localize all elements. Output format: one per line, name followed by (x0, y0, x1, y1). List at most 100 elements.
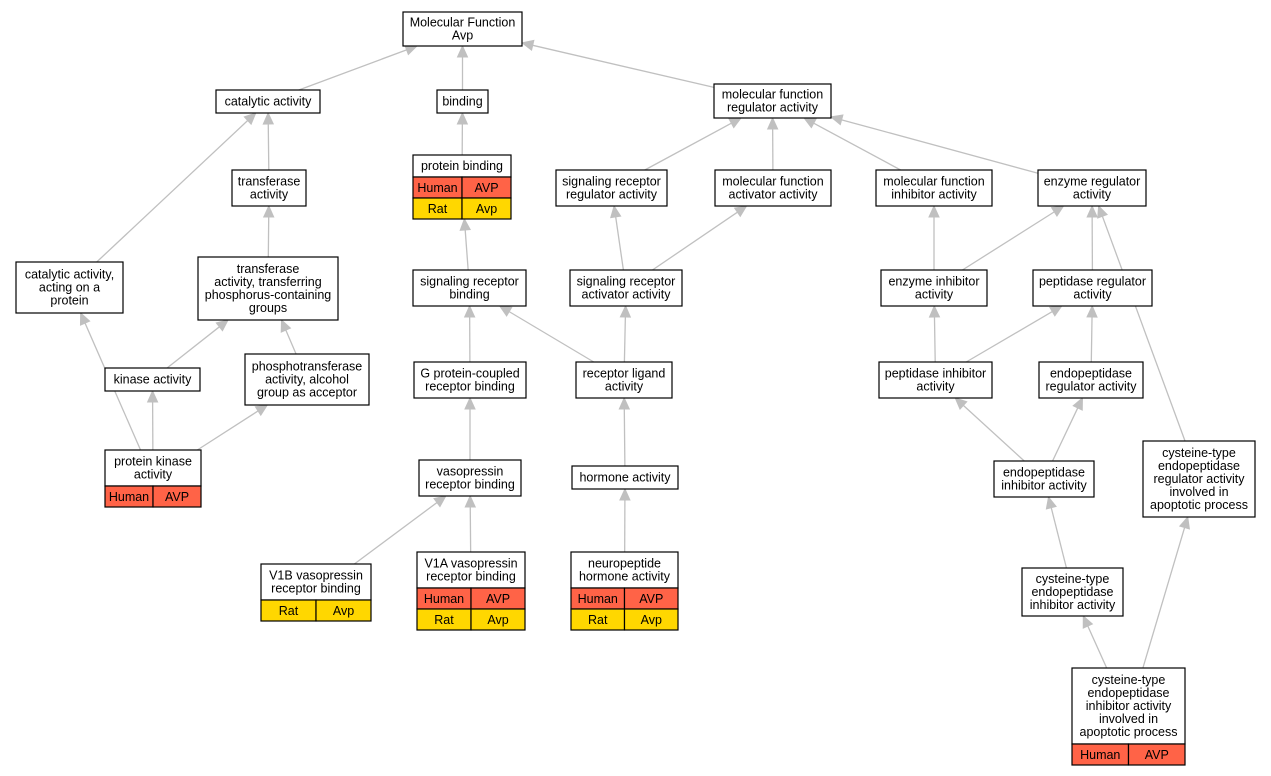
node-box (402, 11, 523, 47)
edge-sigact-to-sigreg (610, 204, 625, 271)
gene-label: AVP (1145, 748, 1169, 762)
edge-line (962, 404, 1025, 462)
arrowhead-icon (1050, 205, 1065, 218)
arrowhead-icon (520, 39, 535, 52)
node-label: activity (1073, 288, 1112, 302)
node-label: catalytic activity, (25, 268, 114, 282)
node-label: apoptotic process (1080, 725, 1178, 739)
edge-line (841, 119, 1039, 174)
arrowhead-icon (1072, 396, 1083, 411)
edge-line (1142, 527, 1186, 669)
node-box (1142, 440, 1256, 518)
node-label: endopeptidase (1158, 459, 1240, 473)
arrowhead-icon (733, 205, 748, 218)
arrowhead-icon (928, 204, 940, 218)
edge-line (285, 329, 297, 355)
node-label: Molecular Function (410, 16, 516, 30)
node-box (571, 465, 679, 490)
node-label: vasopressin (437, 465, 504, 479)
arrowhead-icon (280, 318, 292, 333)
arrowhead-icon (79, 311, 91, 326)
node-box (418, 459, 522, 497)
edge-enzinh-to-mfinh (928, 204, 940, 270)
edge-line (196, 410, 259, 451)
edge-recept-to-sigact (619, 304, 632, 363)
node-box (880, 269, 988, 307)
arrowhead-icon (146, 389, 159, 403)
gene-label: Avp (333, 604, 354, 618)
gene-cell (152, 485, 202, 508)
go-term-node-kinase: kinase activity (104, 367, 201, 392)
node-box (570, 551, 679, 589)
node-label: activity (605, 380, 644, 394)
arrowhead-icon (1048, 305, 1063, 317)
arrowhead-icon (954, 397, 968, 411)
node-box (714, 169, 832, 207)
edge-hormone-to-recept (618, 396, 631, 467)
node-label: activity, alcohol (265, 373, 349, 387)
edge-line (615, 216, 625, 271)
node-label: signaling receptor (420, 275, 519, 289)
edge-protkin-to-phosalc (196, 404, 269, 451)
node-box (436, 89, 489, 114)
arrowhead-icon (215, 319, 229, 332)
node-label: molecular function (722, 88, 823, 102)
node-label: regulator activity (1045, 380, 1137, 394)
arrowhead-icon (456, 44, 469, 58)
node-label: molecular function (883, 175, 984, 189)
node-label: hormone activity (579, 471, 671, 485)
edge-enzinh-to-enzreg (962, 205, 1065, 271)
node-label: G protein-coupled (420, 367, 519, 381)
node-label: cysteine-type (1162, 446, 1236, 460)
edge-transphos-to-transf (262, 204, 275, 258)
edge-endoreg-to-pepreg (1086, 304, 1098, 363)
node-label: transferase (237, 262, 300, 276)
node-box (231, 169, 307, 207)
edge-cysinhapo-to-cysinh (1082, 614, 1108, 669)
arrowhead-icon (498, 305, 513, 317)
edge-sigact-to-mfact (652, 205, 748, 271)
arrowhead-icon (1086, 304, 1098, 318)
node-label: protein binding (421, 159, 503, 173)
arrowhead-icon (728, 117, 743, 129)
node-box (1038, 361, 1144, 399)
node-box (15, 261, 124, 314)
species-label: Human (417, 181, 457, 195)
node-box (416, 551, 526, 589)
node-box (569, 269, 683, 307)
edge-line (965, 311, 1053, 363)
arrowhead-icon (262, 204, 275, 218)
edge-cysinhapo-to-cysapo (1142, 515, 1190, 669)
arrowhead-icon (1178, 515, 1190, 530)
go-term-node-cat: catalytic activity (215, 89, 321, 114)
node-label: cysteine-type (1036, 572, 1110, 586)
gene-label: Avp (641, 613, 662, 627)
node-label: V1B vasopressin (269, 569, 363, 583)
node-label: peptidase regulator (1039, 275, 1146, 289)
node-label: group as acceptor (257, 386, 357, 400)
edge-protkin-to-kinase (146, 389, 159, 451)
node-label: V1A vasopressin (424, 557, 517, 571)
arrowhead-icon (618, 396, 631, 410)
edge-phosalc-to-transphos (280, 318, 297, 355)
edge-line (1051, 407, 1079, 462)
edge-line (1090, 316, 1093, 363)
edge-vaso-to-gpcr (464, 396, 476, 460)
node-label: endopeptidase (1050, 367, 1132, 381)
edge-v1b-to-vaso (353, 495, 447, 565)
species-label: Rat (434, 613, 454, 627)
edge-sigreg-to-mfreg (644, 117, 743, 171)
edge-line (464, 229, 469, 271)
edge-line (298, 49, 407, 91)
arrowhead-icon (254, 404, 269, 417)
edge-line (532, 44, 715, 89)
